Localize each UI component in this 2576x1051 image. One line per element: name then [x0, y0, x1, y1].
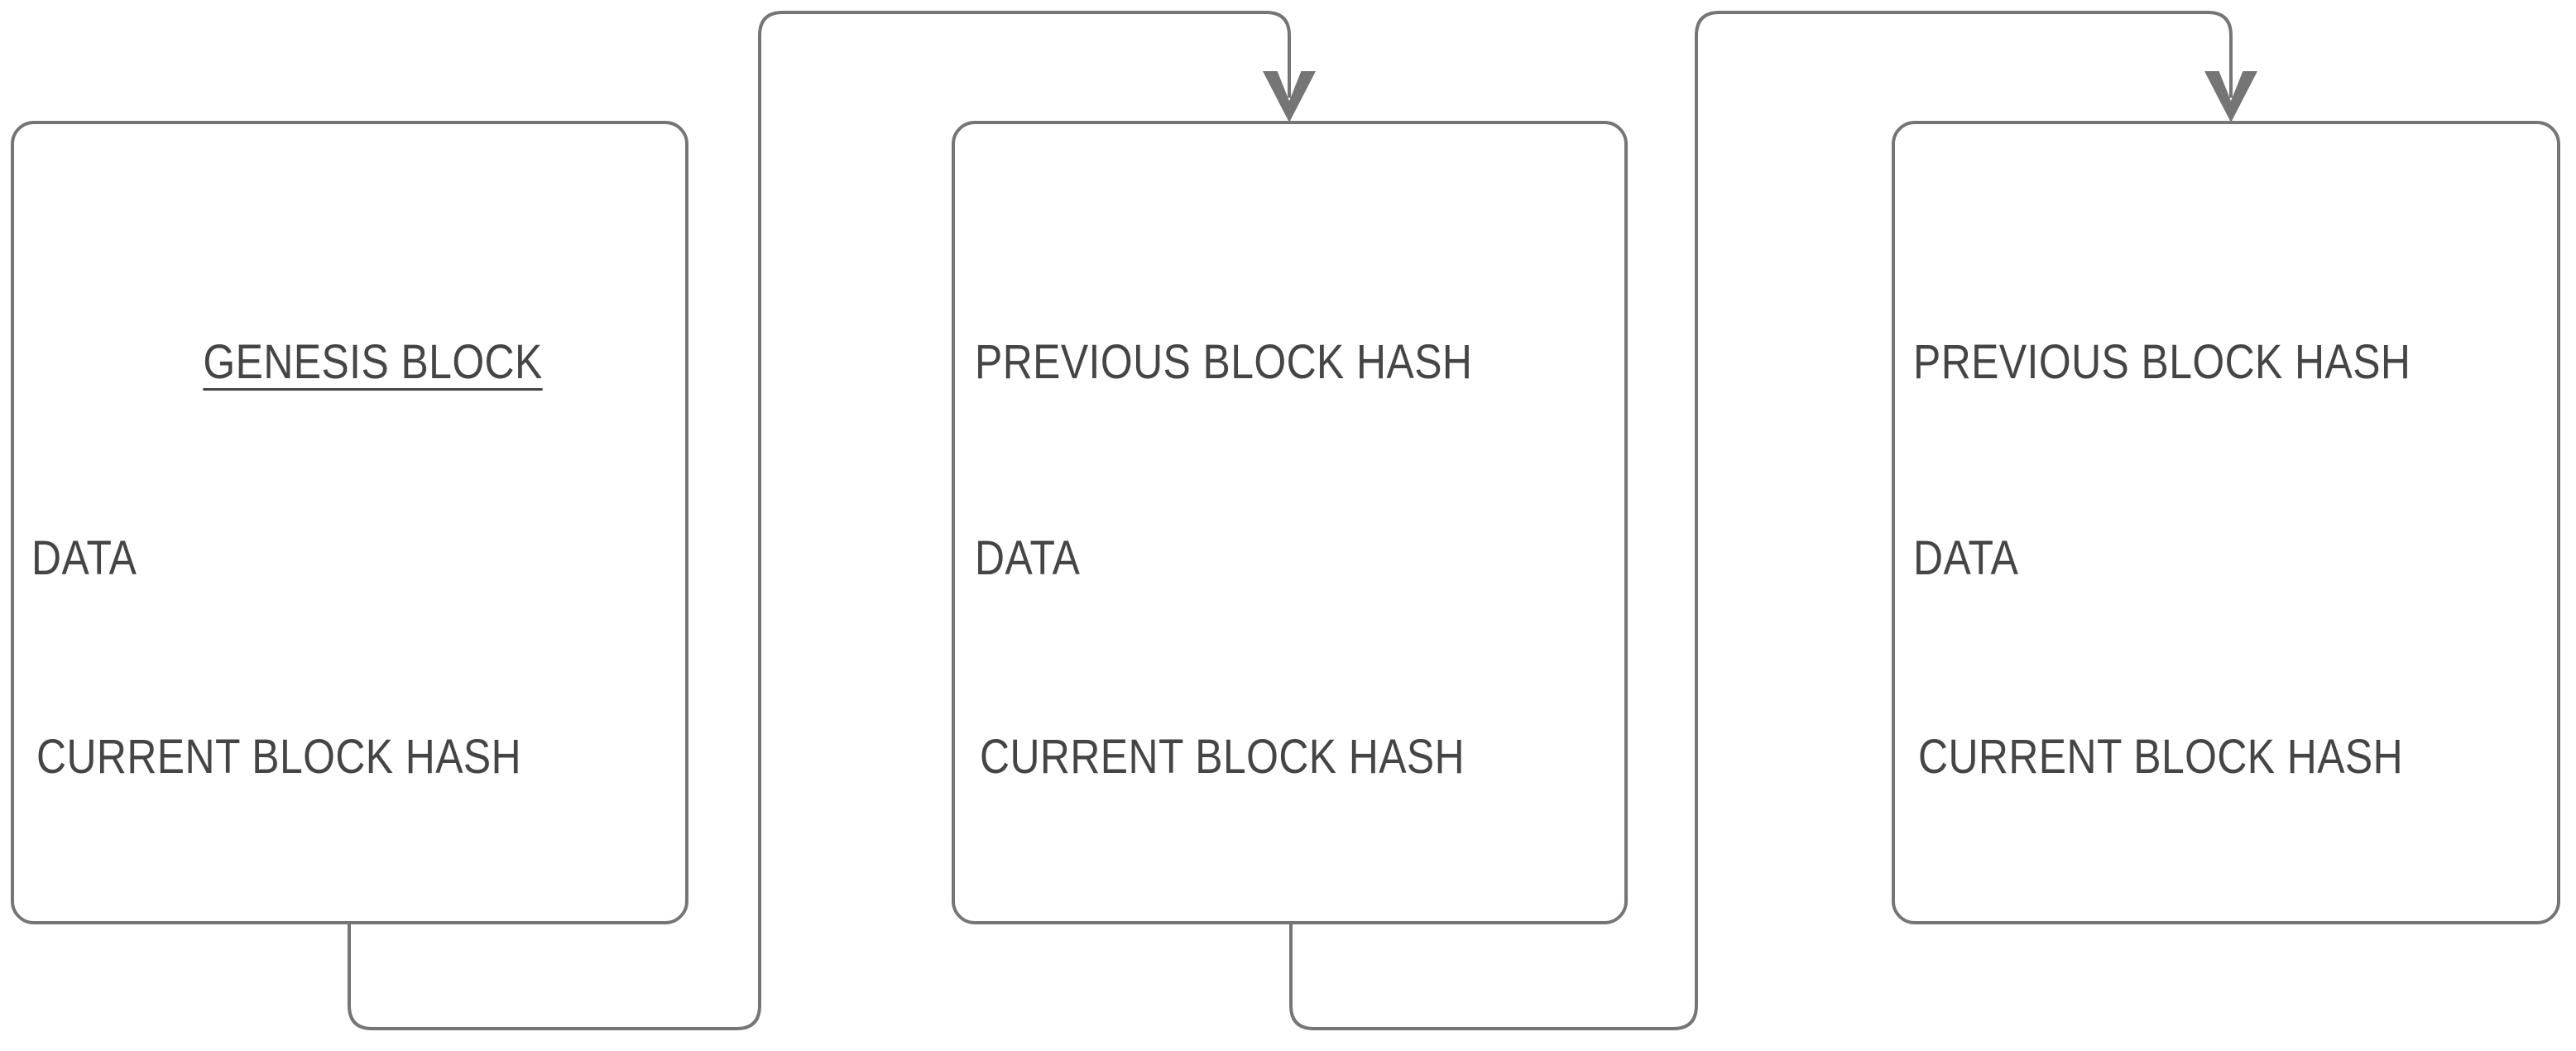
block-3-previous-hash-label: PREVIOUS BLOCK HASH	[1913, 335, 2411, 389]
connector-block-2-to-block-3	[1289, 11, 2233, 1030]
connector-genesis-to-block-2	[348, 11, 1291, 1030]
block-3-data-label: DATA	[1913, 531, 2019, 585]
connector-block-2-to-block-3-arrowhead-icon	[2204, 71, 2257, 122]
block-block-2[interactable]	[952, 121, 1628, 924]
block-2-data-label: DATA	[975, 531, 1081, 585]
connectors-group	[348, 11, 2257, 1030]
genesis-block-data-label: DATA	[31, 531, 137, 585]
genesis-block-heading: GENESIS BLOCK	[203, 335, 543, 389]
genesis-block-current-hash-label: CURRENT BLOCK HASH	[36, 730, 522, 784]
connector-genesis-to-block-2-arrowhead-icon	[1263, 71, 1316, 122]
block-2-current-hash-label: CURRENT BLOCK HASH	[980, 730, 1465, 784]
block-3-current-hash-label: CURRENT BLOCK HASH	[1918, 730, 2404, 784]
block-block-3[interactable]	[1892, 121, 2560, 924]
block-genesis-block[interactable]	[11, 121, 688, 924]
block-2-previous-hash-label: PREVIOUS BLOCK HASH	[975, 335, 1473, 389]
blocks-group	[11, 121, 2560, 924]
